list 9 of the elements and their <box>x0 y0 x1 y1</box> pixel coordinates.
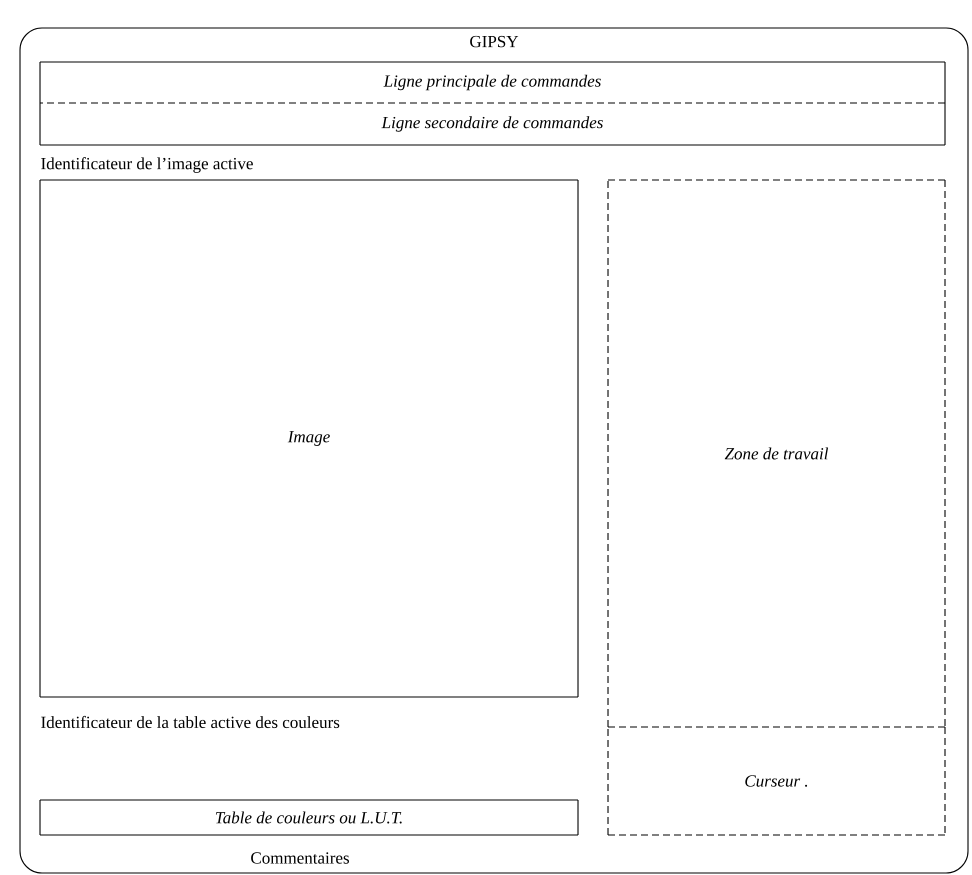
panel-box: Ligne principale de commandes <box>39 61 946 104</box>
label-text: Identificateur de la table active des couleurs <box>41 716 340 728</box>
panel-box: Table de couleurs ou L.U.T. <box>39 799 579 836</box>
panel-box: Curseur . <box>607 727 946 836</box>
panel-box: Ligne secondaire de commandes <box>39 103 946 146</box>
panel-box: Image <box>39 179 579 698</box>
label-text: Identificateur de l’image active <box>41 157 253 173</box>
label-text: Commentaires <box>251 852 349 864</box>
panel-box: Zone de travail <box>607 179 946 728</box>
